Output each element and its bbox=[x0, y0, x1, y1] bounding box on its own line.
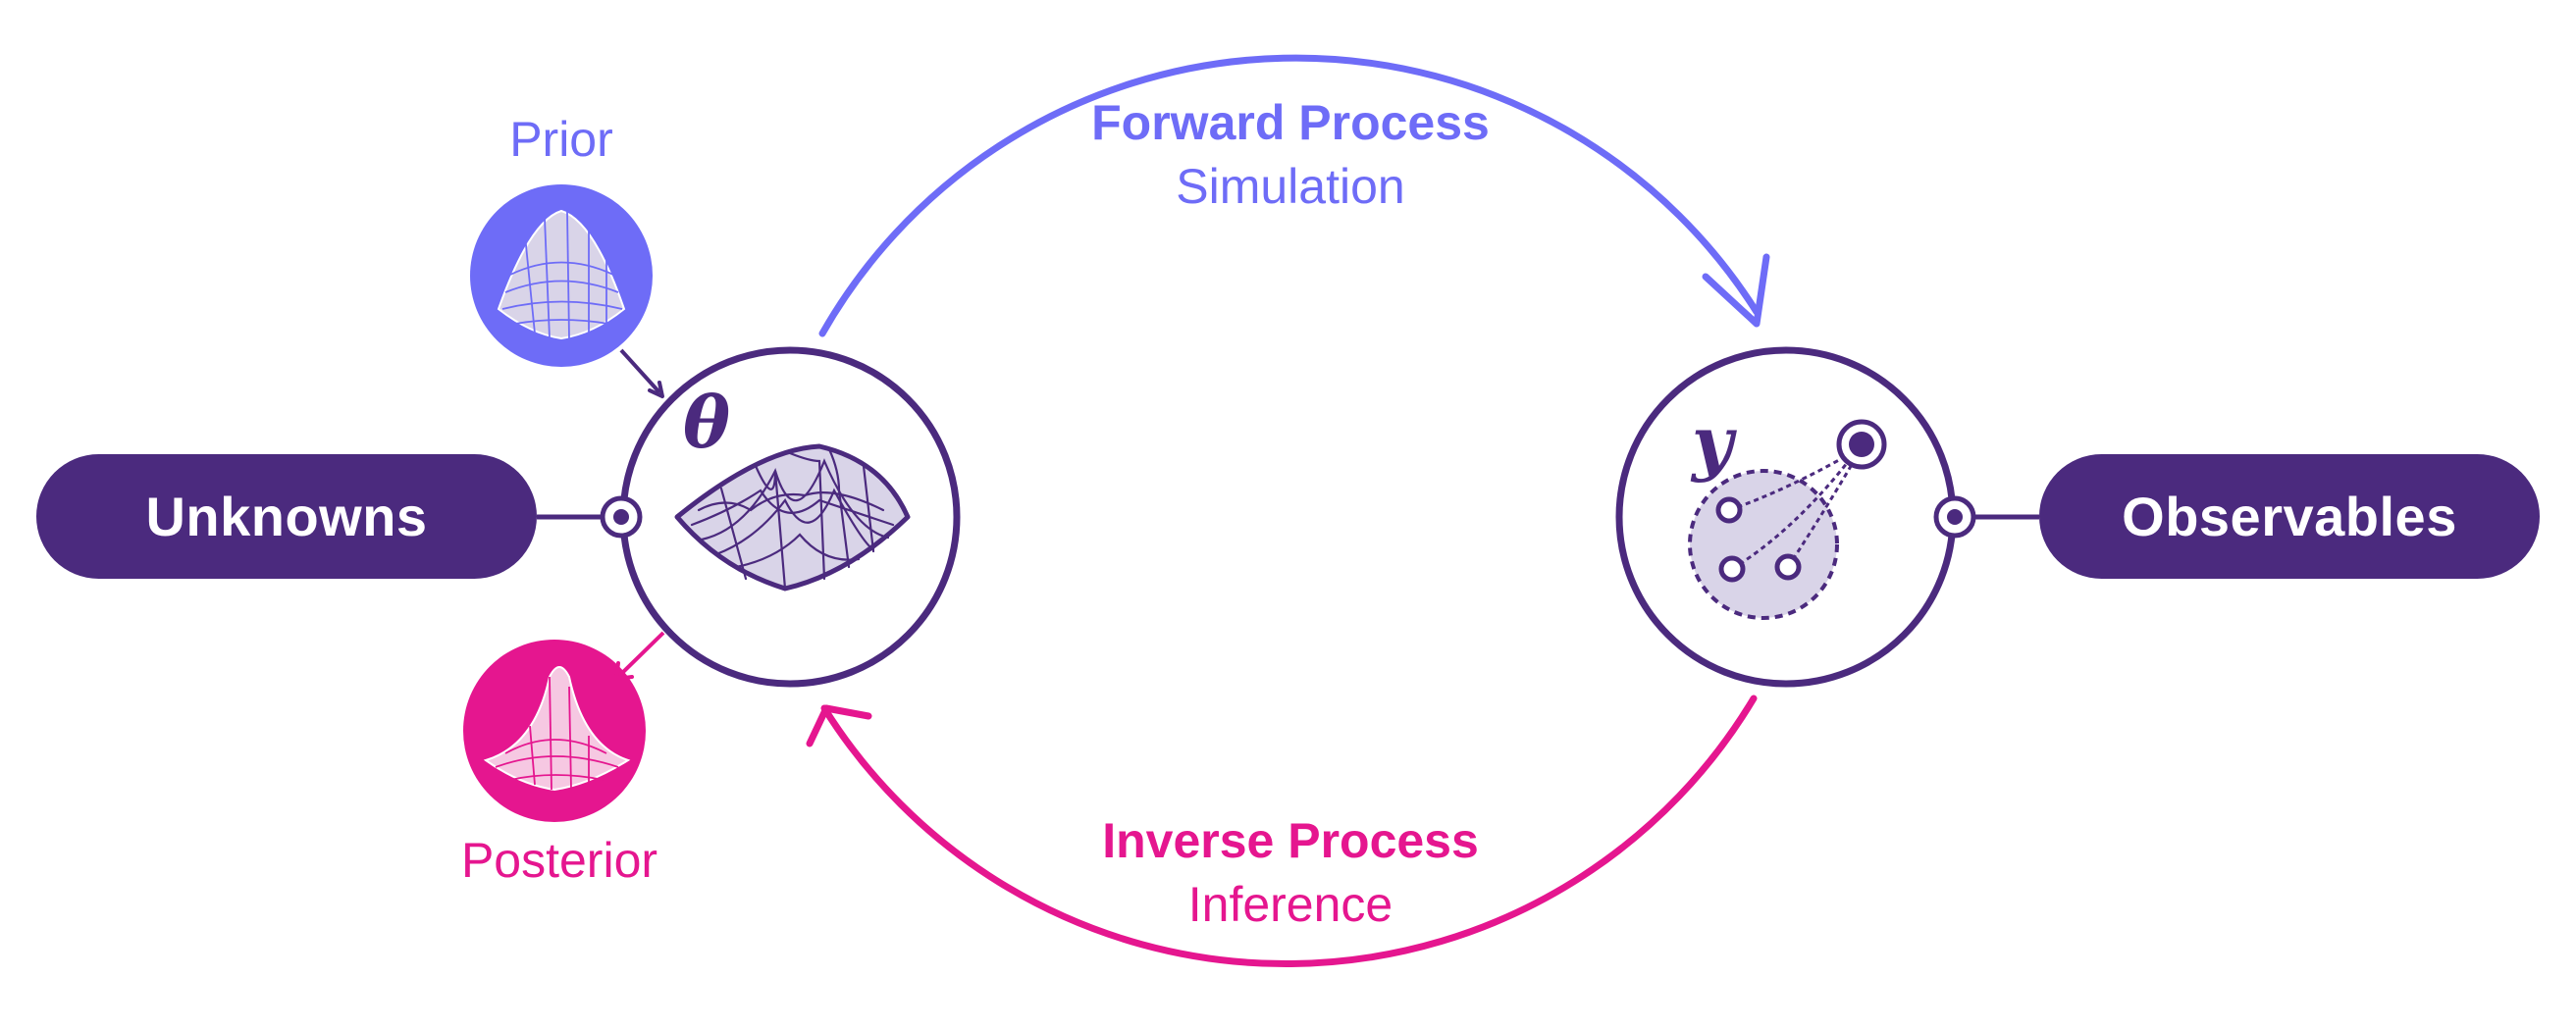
prior-label: Prior bbox=[509, 112, 613, 167]
theta-port bbox=[600, 495, 643, 539]
posterior-arrowhead bbox=[614, 661, 634, 681]
inverse-process-title: Inverse Process bbox=[1102, 813, 1479, 868]
prior-node bbox=[470, 184, 653, 367]
y-symbol: y bbox=[1692, 400, 1733, 484]
forward-arrowhead bbox=[1702, 253, 1770, 328]
unknowns-pill: Unknowns bbox=[36, 454, 537, 579]
y-port bbox=[1933, 495, 1976, 539]
unknowns-label: Unknowns bbox=[145, 486, 428, 547]
forward-process-title: Forward Process bbox=[1091, 95, 1490, 150]
multimodal-surface-icon bbox=[674, 443, 911, 592]
inverse-arrowhead bbox=[806, 704, 872, 747]
forward-process-subtitle: Simulation bbox=[1176, 159, 1405, 214]
theta-symbol: θ bbox=[683, 381, 731, 464]
prior-arrow bbox=[619, 348, 661, 394]
posterior-arrow bbox=[618, 631, 665, 677]
peaked-surface-icon bbox=[483, 666, 631, 792]
forward-arc bbox=[818, 54, 1761, 337]
posterior-label: Posterior bbox=[460, 833, 658, 888]
prior-arrowhead bbox=[648, 381, 664, 398]
observation-cluster-icon bbox=[1688, 419, 1887, 620]
gaussian-surface-icon bbox=[497, 209, 626, 340]
inverse-process-subtitle: Inference bbox=[1187, 877, 1393, 932]
posterior-node bbox=[463, 640, 646, 822]
observables-label: Observables bbox=[2122, 486, 2457, 547]
inverse-arc bbox=[820, 695, 1758, 968]
observables-pill: Observables bbox=[2039, 454, 2540, 579]
